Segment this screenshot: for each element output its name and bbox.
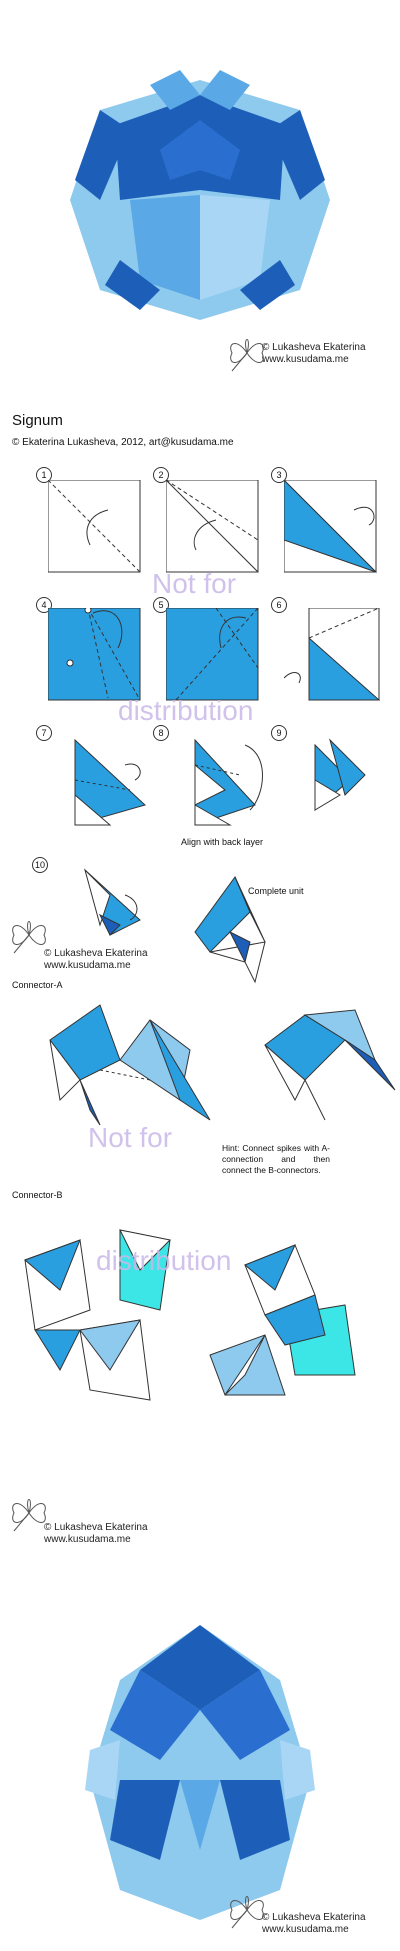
watermark-line2-3: www.kusudama.me [44, 1534, 131, 1545]
step-9-number: 9 [271, 725, 287, 741]
watermark-flower-icon [222, 333, 272, 373]
bottom-photo [0, 1600, 400, 1951]
step-2-diagram [166, 480, 261, 575]
top-photo [0, 0, 400, 395]
step-7-diagram [70, 735, 150, 830]
step-5-diagram [166, 608, 261, 703]
overlay-distribution-1: distribution [118, 695, 254, 726]
watermark-text-4: © Lukasheva Ekaterina www.kusudama.me [262, 1912, 366, 1936]
connector-a-diagram-right [255, 1000, 400, 1130]
step-6-diagram [284, 608, 384, 703]
complete-unit-diagram [190, 872, 280, 987]
watermark-line1-3: © Lukasheva Ekaterina [44, 1522, 148, 1533]
step-6-number: 6 [271, 597, 287, 613]
watermark-text: © Lukasheva Ekaterina www.kusudama.me [262, 342, 366, 366]
overlay-distribution-2: distribution [96, 1245, 232, 1276]
watermark-line1: © Lukasheva Ekaterina [262, 342, 366, 353]
align-label: Align with back layer [181, 837, 264, 847]
step-10-diagram [80, 865, 150, 945]
connector-a-label: Connector-A [12, 980, 63, 990]
step-5-number: 5 [153, 597, 169, 613]
overlay-not-for-1: Not for [152, 568, 237, 599]
watermark-line2-2: www.kusudama.me [44, 960, 131, 971]
watermark-flower-icon-3 [4, 1493, 54, 1533]
step-4-diagram [48, 608, 143, 703]
step-7-number: 7 [36, 725, 52, 741]
watermark-line1-4: © Lukasheva Ekaterina [262, 1912, 366, 1923]
watermark-text-2: © Lukasheva Ekaterina www.kusudama.me [44, 948, 148, 972]
connector-b-diagram-right [205, 1235, 375, 1405]
watermark-text-3: © Lukasheva Ekaterina www.kusudama.me [44, 1522, 148, 1546]
page-title: Signum [12, 412, 63, 429]
watermark-flower-icon-2 [4, 915, 54, 955]
step-1-diagram [48, 480, 143, 575]
step-3-number: 3 [271, 467, 287, 483]
connector-a-diagram-left [40, 1000, 220, 1130]
step-1-number: 1 [36, 467, 52, 483]
watermark-line2-4: www.kusudama.me [262, 1924, 349, 1935]
hint-text: Hint: Connect spikes with A-connection a… [222, 1143, 330, 1175]
watermark-flower-icon-4 [222, 1890, 272, 1930]
page-subtitle: © Ekaterina Lukasheva, 2012, art@kusudam… [12, 437, 234, 448]
step-10-number: 10 [32, 857, 48, 873]
step-8-number: 8 [153, 725, 169, 741]
step-8-diagram [185, 735, 275, 830]
step-9-diagram [305, 735, 375, 815]
watermark-line1-2: © Lukasheva Ekaterina [44, 948, 148, 959]
connector-b-label: Connector-B [12, 1190, 63, 1200]
step-2-number: 2 [153, 467, 169, 483]
watermark-line2: www.kusudama.me [262, 354, 349, 365]
overlay-not-for-2: Not for [88, 1122, 173, 1153]
step-3-diagram [284, 480, 384, 575]
connector-b-diagram-left [20, 1220, 190, 1410]
complete-unit-label: Complete unit [248, 886, 304, 896]
